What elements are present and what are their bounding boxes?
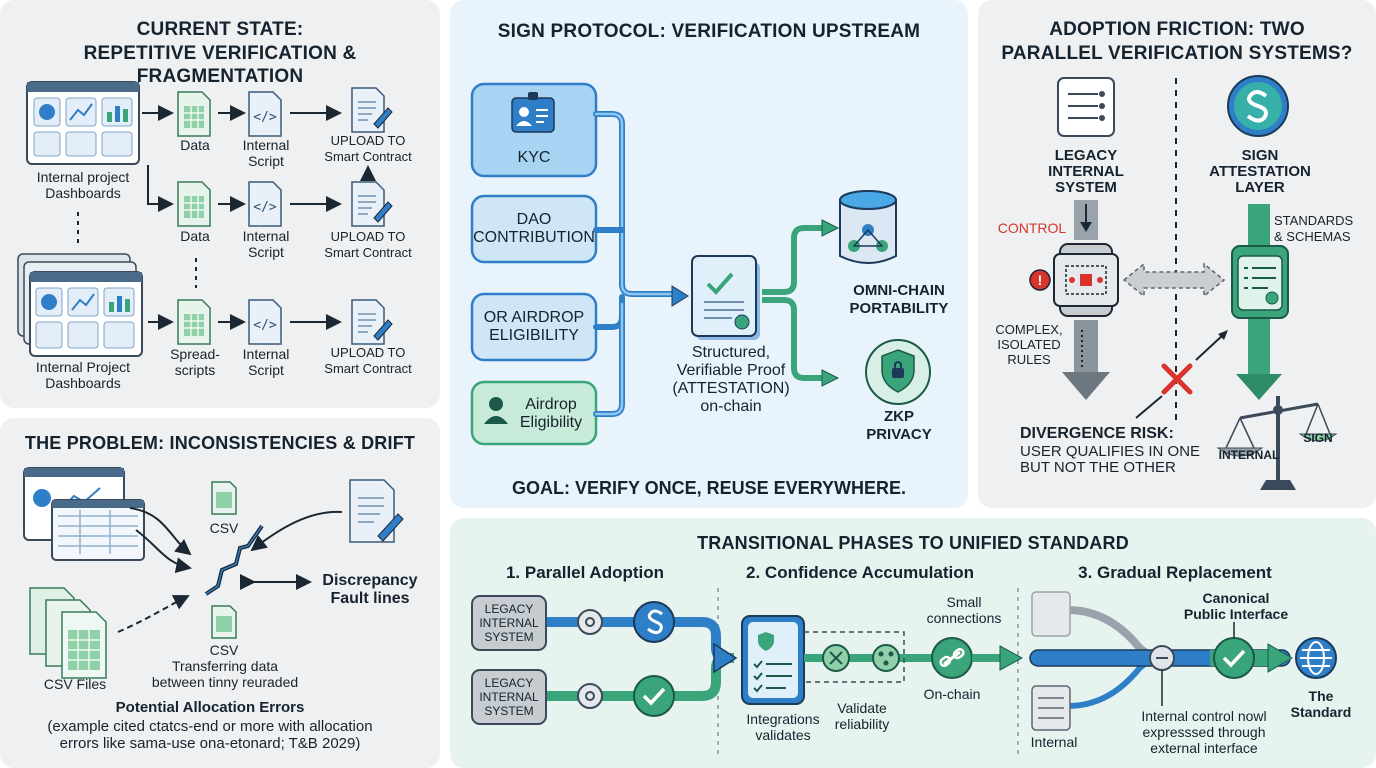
scale-sign-label: SIGN [1303,431,1333,445]
gear-icon [577,683,603,709]
adoption-panel: ADOPTION FRICTION: TWO PARALLEL VERIFICA… [978,0,1376,508]
adoption-title-line1: ADOPTION FRICTION: TWO [1049,19,1305,40]
standards-label: STANDARDS & SCHEMAS [1274,213,1354,244]
legacy-b-label: LEGACY INTERNAL SYSTEM [479,676,539,718]
current-state-title-line2: REPETITIVE VERIFICATION & FRAGMENTATION [83,43,357,87]
integrations-label: Integrations validates [746,711,820,743]
csv-files-label: CSV Files [43,676,107,692]
dashboards-top-label: Internal project Dashboards [36,169,130,201]
sign-protocol-title: SIGN PROTOCOL: VERIFICATION UPSTREAM [497,21,921,42]
checklist-icon [741,615,805,705]
divergence-text: USER QUALIFIES IN ONE BUT NOT THE OTHER [1020,443,1201,476]
sign-protocol-diagram [470,82,931,446]
dashboard-icon-top [26,81,140,165]
allocation-note: (example cited ctatcs-end or more with a… [47,718,373,752]
divergence-x-icon [1161,363,1193,395]
svg-text:!: ! [1038,272,1043,288]
database-icon [839,190,897,264]
current-state-arrows [142,105,376,330]
goal-label: GOAL: VERIFY ONCE, REUSE EVERYWHERE. [511,478,907,498]
dashboard-icon-bottom [17,253,143,357]
legacy-control-icon [1053,243,1119,317]
scale-icon [1216,396,1338,490]
allocation-title: Potential Allocation Errors [115,699,305,716]
svg-text:</>: </> [253,110,277,125]
zkp-label: ZKP PRIVACY [866,408,932,443]
problem-dashboard-icon [23,467,145,561]
legacy-a-label: LEGACY INTERNAL SYSTEM [479,602,539,644]
sign-logo-icon [1227,75,1289,137]
current-state-diagram: </> </> </> [17,81,393,357]
phases-diagram [471,588,1337,758]
warning-icon [1029,269,1051,291]
legacy-system-icon [1057,77,1115,137]
row-icons: </> </> </> [177,87,393,345]
discrepancy-label: Discrepancy Fault lines [322,572,418,607]
problem-document-icon [349,479,404,543]
control-label: CONTROL [997,220,1067,236]
attestation-label: Structured, Verifiable Proof (ATTESTATIO… [672,344,790,415]
validate-label: Validate reliability [834,700,890,732]
small-connections-label: Small connections [926,594,1002,626]
phase3-label: 3. Gradual Replacement [1078,563,1272,582]
divergence-title: DIVERGENCE RISK: [1020,425,1174,442]
svg-text:</>: </> [253,318,277,333]
sign-schema-icon [1231,245,1289,319]
phase1-label: 1. Parallel Adoption [505,563,665,582]
row3-upload-label: UPLOAD TO Smart Contract [324,345,412,376]
sign-protocol-panel: SIGN PROTOCOL: VERIFICATION UPSTREAM [450,0,968,508]
fault-line [204,524,264,596]
scale-internal-label: INTERNAL [1218,448,1280,462]
complex-label: COMPLEX, ISOLATED RULES [995,322,1063,367]
current-state-panel: CURRENT STATE: REPETITIVE VERIFICATION &… [0,0,440,408]
airdrop-label: Airdrop Eligibility [519,396,583,431]
csv-mid-label: CSV [209,642,239,658]
row1-script-label: Internal Script [242,137,290,169]
privacy-shield-icon [865,339,931,405]
on-chain-label: On-chain [923,686,981,702]
current-state-title-line1: CURRENT STATE: [136,19,304,40]
canonical-label: Canonical Public Interface [1183,590,1289,622]
legacy-label: LEGACY INTERNAL SYSTEM [1048,147,1124,196]
bidirectional-arrow [1122,262,1226,298]
phases-panel: TRANSITIONAL PHASES TO UNIFIED STANDARD … [450,518,1376,768]
row2-data-label: Data [180,228,210,244]
sign-layer-label: SIGN ATTESTATION LAYER [1209,147,1311,196]
gear-icon [577,609,603,635]
csv-files-icon [29,587,107,679]
kyc-label: KYC [517,149,551,166]
attestation-icon [691,255,760,340]
row3-script-label: Internal Script [242,346,290,378]
row1-data-label: Data [180,137,210,153]
problem-diagram [23,467,404,679]
problem-panel: THE PROBLEM: INCONSISTENCIES & DRIFT [0,418,440,768]
check-icon [1213,637,1255,679]
dao-label: DAO CONTRIBUTION [473,211,595,246]
row1-upload-label: UPLOAD TO Smart Contract [324,133,412,164]
or-airdrop-label: OR AIRDROP ELIGIBILITY [483,309,585,344]
internal-control-label: Internal control nowl expresssed through… [1141,708,1267,756]
adoption-title-line2: PARALLEL VERIFICATION SYSTEMS? [1001,43,1353,64]
person-icon [484,397,508,424]
adoption-diagram: ! [1029,75,1338,490]
row3-data-label: Spread- scripts [170,346,220,378]
svg-text:</>: </> [253,200,277,215]
phases-title: TRANSITIONAL PHASES TO UNIFIED STANDARD [697,533,1129,553]
omni-label: OMNI-CHAIN PORTABILITY [849,282,949,317]
row2-script-label: Internal Script [242,228,290,260]
check-icon [633,675,675,717]
the-standard-label: The Standard [1290,688,1352,720]
row2-upload-label: UPLOAD TO Smart Contract [324,229,412,260]
problem-title: THE PROBLEM: INCONSISTENCIES & DRIFT [24,433,416,453]
phase2-label: 2. Confidence Accumulation [746,563,974,582]
network-node-icon [872,644,900,672]
internal-label: Internal [1030,734,1078,750]
csv-top-label: CSV [209,520,239,536]
dashboards-bottom-label: Internal Project Dashboards [35,359,131,391]
id-card-icon [511,92,555,133]
transfer-label: Transferring data between tinny reuraded [151,658,299,690]
